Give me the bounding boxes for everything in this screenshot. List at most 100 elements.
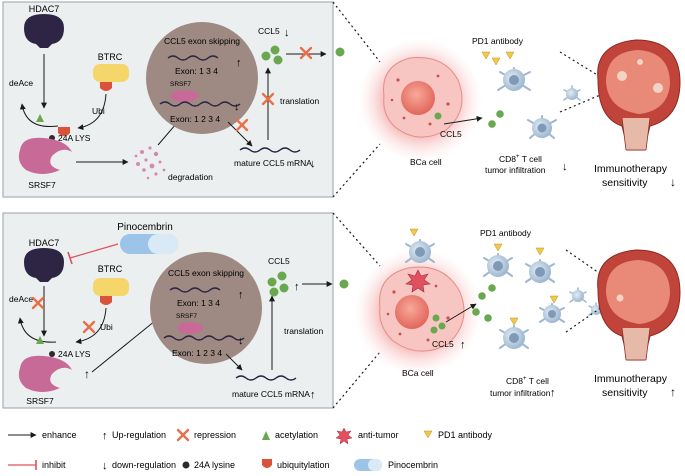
deace-curve-arrow	[17, 317, 57, 343]
pd1-antibody-icons	[481, 51, 515, 66]
exon-full-label: Exon: 1 2 3 4	[172, 348, 222, 358]
arrow-down-mature-mrna: ↓	[310, 158, 316, 170]
mature-mrna-label: mature CCL5 mRNA	[234, 158, 312, 168]
legend-up-regulation-label: Up-regulation	[112, 430, 166, 440]
bottom-pd1-antibody-label: PD1 antibody	[480, 228, 532, 238]
top-pd1-antibody-label: PD1 antibody	[472, 36, 524, 46]
top-ccl5-cell-label: CCL5	[440, 129, 462, 139]
pinocembrin-inhibit-bar	[67, 251, 73, 265]
ccl5-label: CCL5	[258, 26, 280, 36]
arrow-up-exon-skipping: ↑	[238, 289, 244, 301]
ccl5-dot-icon	[496, 110, 504, 118]
srsf7-small-label: SRSF7	[170, 81, 191, 88]
circle-to-mrna-arrow	[225, 353, 243, 371]
repression-cross-export-icon	[299, 46, 313, 60]
top-tcell-small	[563, 85, 581, 101]
bottom-bladder-icon	[597, 249, 681, 361]
legend-down-arrow-icon: ↓	[102, 460, 108, 472]
hdac7-protein-icon	[24, 248, 64, 282]
btrc-protein-icon	[93, 278, 129, 296]
legend-lysine-label: 24A lysine	[194, 460, 235, 470]
ccl5-label: CCL5	[268, 256, 290, 266]
bottom-cd8-line2: tumor infiltration	[490, 388, 551, 398]
bottom-ccl5-cell-label: CCL5	[432, 339, 454, 349]
exon-skipping-label: CCL5 exon skipping	[164, 36, 240, 46]
legend-acetylation-label: acetylation	[275, 430, 318, 440]
ccl5-dot-icon	[434, 112, 442, 120]
legend-ubiquitylation-icon	[262, 459, 272, 468]
hdac7-label: HDAC7	[29, 238, 60, 248]
bottom-bca-cell	[354, 248, 482, 376]
ccl5-dot-icon	[478, 292, 486, 300]
top-tcell-medium	[527, 115, 557, 139]
srsf7-label: SRSF7	[26, 396, 54, 406]
top-bca-cell	[358, 38, 482, 162]
arrow-down-cd8: ↓	[562, 161, 568, 173]
top-cd8-line1: CD8+ T cell	[499, 154, 542, 164]
legend-anti-tumor-star-icon	[335, 427, 353, 445]
srsf7-protein-icon	[18, 355, 72, 392]
top-panel: HDAC7 BTRC deAce Ubi 24A LYS SRSF7 degra…	[2, 1, 345, 198]
ccl5-dot-icon	[269, 287, 279, 297]
bottom-immuno-line2: sensitivity	[602, 387, 648, 399]
bottom-dotted-lower	[332, 351, 381, 409]
arrow-up-cd8: ↑	[550, 387, 556, 399]
pd1-antibody-icons	[493, 243, 559, 326]
ccl5-dot-icon	[432, 314, 440, 322]
ccl5-dot-icon	[267, 277, 277, 287]
legend-ubiquitylation-label: ubiquitylation	[277, 460, 330, 470]
btrc-ubiquitin-cap-icon	[100, 296, 112, 305]
pinocembrin-label: Pinocembrin	[117, 222, 173, 233]
translation-label: translation	[284, 326, 323, 336]
ccl5-dot-icon	[273, 55, 283, 65]
ccl5-dot-icon	[472, 308, 480, 316]
top-immuno-line1: Immunotherapy	[594, 163, 668, 175]
pd1-antibody-icon	[409, 228, 419, 237]
srsf7-small-label: SRSF7	[176, 313, 197, 320]
full-mrna-wave	[159, 101, 241, 107]
ubi-label: Ubi	[92, 106, 105, 116]
bca-nucleus	[401, 81, 435, 115]
top-bladder-icon	[597, 39, 681, 151]
exon-skipping-label: CCL5 exon skipping	[168, 268, 244, 278]
bottom-ccl5-release-arrow	[445, 303, 477, 323]
legend-repression-label: repression	[194, 430, 236, 440]
legend-anti-tumor-label: anti-tumor	[358, 430, 399, 440]
ccl5-dot-icon	[484, 314, 492, 322]
srsf7-ubiquitin-cap-icon	[58, 127, 70, 136]
legend-down-regulation-label: down-regulation	[112, 460, 176, 470]
bottom-tcell-5	[569, 287, 587, 303]
mature-mrna-wave	[239, 147, 301, 153]
repression-cross-mrna-icon	[235, 118, 249, 132]
anti-tumor-star-icon	[405, 269, 431, 293]
short-mrna-wave	[167, 55, 219, 61]
ubi-label: Ubi	[100, 322, 113, 332]
exon-short-label: Exon: 1 3 4	[177, 298, 220, 308]
top-bca-cell-label: BCa cell	[410, 157, 442, 167]
translation-label: translation	[280, 96, 319, 106]
bottom-cd8-line1: CD8+ T cell	[506, 376, 549, 386]
ccl5-dot-icon	[270, 45, 280, 55]
arrow-up-srsf7: ↑	[84, 367, 90, 381]
srsf7-small-icon	[170, 90, 198, 102]
ccl5-dot-icon	[335, 47, 345, 57]
ccl5-dot-icon	[279, 283, 289, 293]
srsf7-small-icon	[177, 322, 203, 334]
bottom-tcell-3	[499, 325, 529, 349]
srsf7-label: SRSF7	[28, 180, 56, 190]
splicing-circle	[150, 252, 262, 364]
ccl5-dot-icon	[488, 120, 496, 128]
top-dotted-lower	[332, 143, 381, 198]
mature-mrna-wave	[235, 375, 297, 381]
lys-label: 24A LYS	[58, 133, 91, 143]
circle-to-mrna-arrow	[227, 121, 253, 147]
pinocembrin-capsule-half	[148, 234, 178, 254]
top-tcell-large	[497, 67, 531, 91]
legend-enhance-label: enhance	[42, 430, 77, 440]
repression-cross-deace-icon	[31, 296, 45, 310]
bottom-dotted-upper	[332, 212, 381, 267]
srsf7-protein-icon	[18, 137, 72, 174]
arrow-up-mature-mrna: ↑	[310, 389, 316, 401]
bottom-immuno-line1: Immunotherapy	[594, 373, 668, 385]
